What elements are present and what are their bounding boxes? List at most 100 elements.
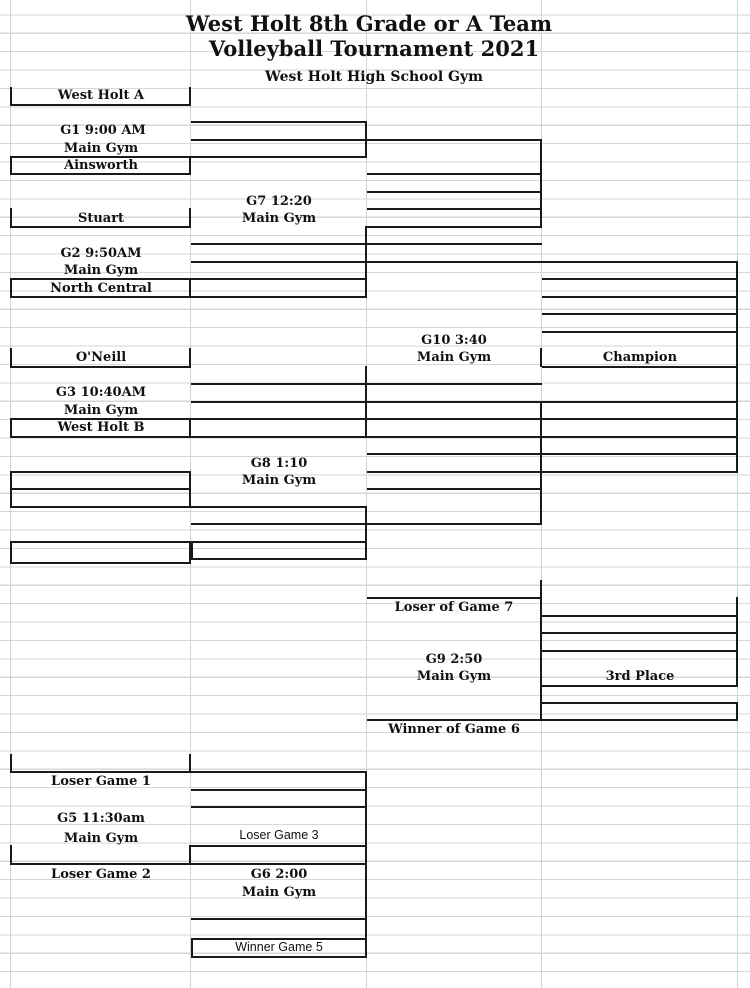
bracket-line [540, 348, 542, 367]
bracket-line [542, 702, 738, 704]
g10-label: G10 3:40 [421, 333, 487, 348]
g3-label: G3 10:40AM [55, 385, 147, 400]
bracket-line [365, 366, 367, 437]
g9-label: G9 2:50 [425, 652, 483, 667]
bracket-line [10, 863, 191, 865]
bracket-line [542, 296, 738, 298]
bracket-line [542, 261, 738, 263]
bracket-line [189, 754, 191, 772]
bracket-line [540, 597, 542, 721]
bracket-line [367, 261, 542, 263]
bracket-line [10, 754, 12, 772]
bracket-line [367, 191, 542, 193]
bracket-line [191, 261, 367, 263]
bracket-line [367, 173, 542, 175]
bracket-line [542, 685, 738, 687]
bracket-line [542, 331, 738, 333]
bracket-line [191, 139, 367, 141]
bracket-line [367, 208, 542, 210]
bracket-line [10, 506, 191, 508]
bracket-line [10, 104, 191, 106]
bracket-line [191, 296, 367, 298]
g7-gym: Main Gym [241, 211, 317, 226]
bracket-line [10, 471, 12, 507]
bracket-line [10, 541, 191, 543]
g7-label: G7 12:20 [246, 194, 312, 209]
bracket-line [191, 506, 367, 508]
g2-gym: Main Gym [63, 263, 139, 278]
bracket-line [367, 383, 542, 385]
bracket-line [540, 139, 542, 227]
g6-label: G6 2:00 [250, 867, 308, 882]
bracket-line [191, 845, 367, 847]
bracket-line [10, 366, 191, 368]
bracket-line [542, 471, 738, 473]
bracket-line [189, 541, 191, 563]
bracket-line [367, 597, 542, 599]
bracket-line [10, 436, 191, 438]
bracket-line [191, 243, 367, 245]
team-ainsworth: Ainsworth [64, 158, 138, 173]
g5-label: G5 11:30am [57, 811, 145, 826]
bracket-line [367, 471, 542, 473]
bracket-line [191, 278, 367, 280]
bracket-line [10, 562, 191, 564]
bracket-line [191, 789, 367, 791]
bracket-line [736, 261, 738, 367]
bracket-line [10, 226, 191, 228]
g3-gym: Main Gym [63, 403, 139, 418]
bracket-line [191, 771, 367, 773]
bracket-line [191, 418, 367, 420]
loser-game-1: Loser Game 1 [51, 774, 151, 789]
loser-game-3: Loser Game 3 [239, 828, 319, 842]
bracket-line [10, 87, 12, 105]
g6-gym: Main Gym [241, 885, 317, 900]
bracket-line [367, 139, 542, 141]
winner-game-5: Winner Game 5 [235, 940, 323, 954]
bracket-line [736, 702, 738, 720]
bracket-line [10, 488, 191, 490]
bracket-line [542, 453, 738, 455]
bracket-line [367, 226, 542, 228]
bracket-line [367, 243, 542, 245]
bracket-line [191, 436, 367, 438]
g9-gym: Main Gym [416, 669, 492, 684]
bracket-line [367, 436, 542, 438]
bracket-line [191, 121, 367, 123]
bracket-line [542, 401, 738, 403]
team-oneill: O'Neill [75, 350, 127, 365]
bracket-line [367, 453, 542, 455]
bracket-line [367, 418, 542, 420]
loser-game-7: Loser of Game 7 [394, 600, 514, 615]
title-line-2: Volleyball Tournament 2021 [208, 36, 540, 61]
bracket-line [542, 313, 738, 315]
bracket-line [191, 541, 367, 543]
bracket-line [736, 597, 738, 686]
bracket-line [191, 156, 367, 158]
team-west-holt-a: West Holt A [57, 88, 145, 103]
bracket-line [10, 278, 12, 297]
team-north-central: North Central [50, 281, 152, 296]
bracket-line [10, 845, 12, 864]
bracket-line [736, 366, 738, 472]
bracket-line [10, 418, 191, 420]
bracket-line [10, 156, 12, 174]
bracket-line [542, 436, 738, 438]
bracket-line [542, 366, 738, 368]
bracket-line [10, 296, 191, 298]
g8-gym: Main Gym [241, 473, 317, 488]
bracket-line [540, 401, 542, 489]
g8-label: G8 1:10 [250, 456, 308, 471]
g1-gym: Main Gym [63, 141, 139, 156]
bracket-line [189, 208, 191, 227]
bracket-line [189, 348, 191, 367]
bracket-line [365, 506, 367, 559]
bracket-line [191, 863, 367, 865]
bracket-line [189, 87, 191, 105]
bracket-line [540, 580, 542, 598]
team-stuart: Stuart [77, 211, 125, 226]
bracket-line [191, 918, 367, 920]
bracket-line [10, 348, 12, 367]
team-west-holt-b: West Holt B [57, 420, 145, 435]
bracket-line [10, 771, 191, 773]
